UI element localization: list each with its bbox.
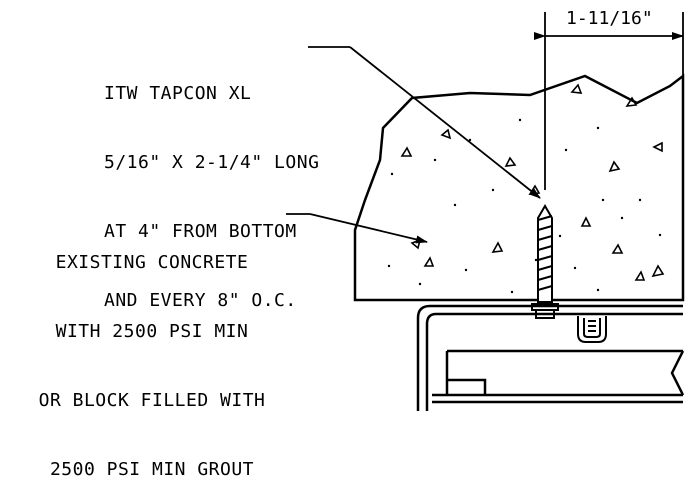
dimension-label: 1-11/16" [566, 8, 653, 29]
aggregate-dots [387, 118, 662, 294]
dimension-1-11-16 [534, 12, 684, 190]
tapcon-note: ITW TAPCON XL 5/16" X 2-1/4" LONG AT 4" … [104, 36, 319, 335]
tapcon-note-line: ITW TAPCON XL [104, 83, 252, 104]
tapcon-note-line: AND EVERY 8" O.C. [104, 290, 297, 311]
frame-section [416, 304, 685, 411]
aggregate-marks [400, 83, 665, 281]
seal-strip [577, 316, 607, 343]
concrete-note-line: WITH 2500 PSI MIN [55, 321, 249, 342]
concrete-note: EXISTING CONCRETE WITH 2500 PSI MIN OR B… [0, 205, 304, 504]
concrete-note-line: 2500 PSI MIN GROUT [49, 459, 255, 480]
concrete-block [353, 73, 685, 302]
tapcon-note-line: AT 4" FROM BOTTOM [104, 221, 297, 242]
tapcon-leader [308, 46, 541, 199]
tapcon-note-line: 5/16" X 2-1/4" LONG [104, 152, 320, 173]
concrete-note-line: EXISTING CONCRETE [55, 252, 249, 273]
concrete-leader [286, 213, 428, 244]
concrete-note-line: OR BLOCK FILLED WITH [38, 390, 266, 411]
drawing-canvas [286, 12, 685, 411]
detail-drawing [286, 12, 685, 411]
